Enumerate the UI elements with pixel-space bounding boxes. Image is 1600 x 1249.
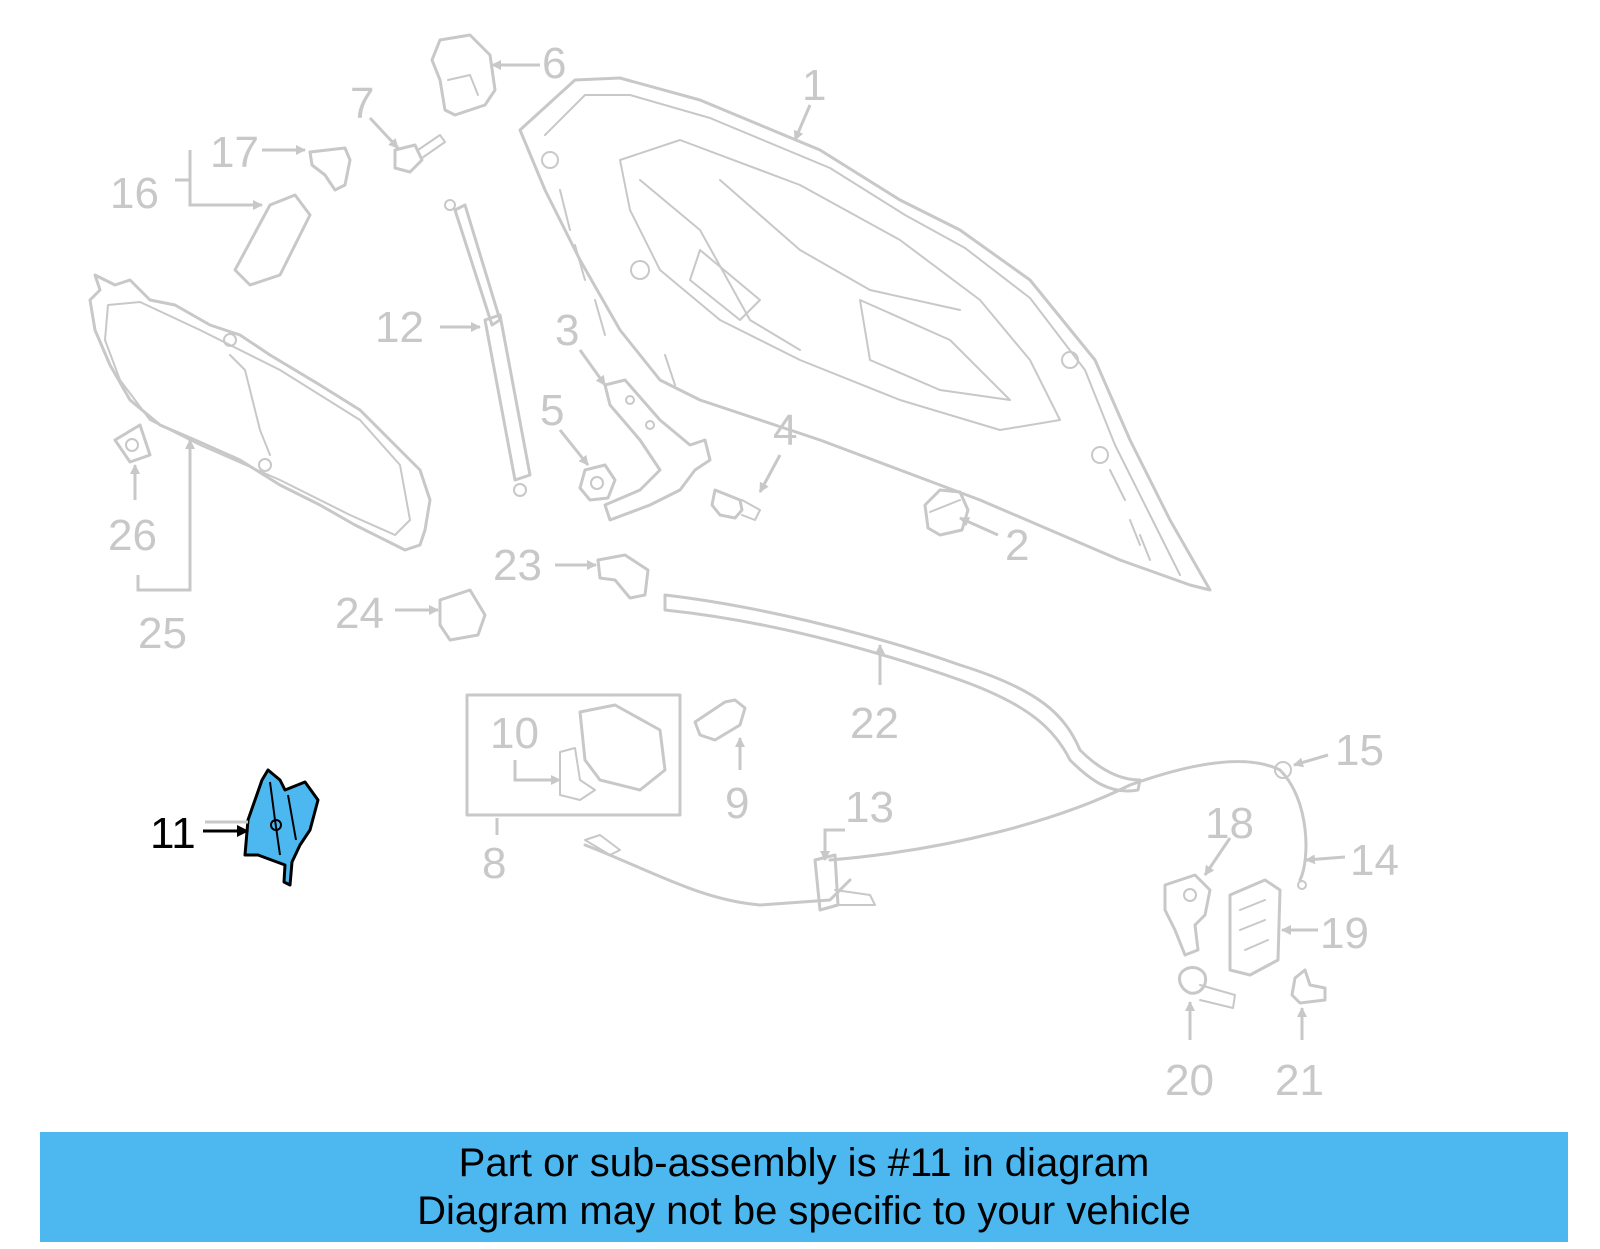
latch-assembly-box — [465, 693, 682, 817]
callout-14: 14 — [1350, 836, 1399, 885]
latch-19 — [1228, 878, 1282, 977]
clip-24 — [438, 588, 487, 642]
hood-seal — [663, 593, 1142, 793]
callout-labels: 1 2 3 4 5 6 7 8 9 10 11 12 13 14 15 16 1… — [108, 39, 1399, 1105]
callout-9: 9 — [725, 779, 749, 828]
callout-2: 2 — [1005, 521, 1029, 570]
bolt-4 — [710, 488, 761, 521]
callout-25: 25 — [138, 609, 187, 658]
callout-4: 4 — [773, 406, 797, 455]
hood-hinge — [603, 378, 712, 522]
callout-19: 19 — [1320, 909, 1369, 958]
nut-5 — [578, 463, 617, 502]
hood-panel — [518, 76, 1212, 592]
callout-20: 20 — [1165, 1056, 1214, 1105]
callout-15: 15 — [1335, 726, 1384, 775]
callout-12: 12 — [375, 303, 424, 352]
caption-line-disclaimer: Diagram may not be specific to your vehi… — [417, 1189, 1191, 1233]
bumper-stop — [923, 488, 970, 537]
callout-7: 7 — [350, 79, 374, 128]
callout-1: 1 — [802, 61, 826, 110]
callout-16: 16 — [110, 169, 159, 218]
release-cable — [583, 760, 1308, 912]
caption-line-part: Part or sub-assembly is #11 in diagram — [458, 1141, 1150, 1185]
callout-13: 13 — [845, 783, 894, 832]
callout-10: 10 — [490, 709, 539, 758]
bolt-20 — [1178, 966, 1236, 1009]
seal-pieces-16-17 — [233, 146, 352, 287]
bracket-18 — [1163, 873, 1212, 957]
callout-3: 3 — [555, 306, 579, 355]
clip-21 — [1290, 968, 1327, 1005]
bracket-6 — [430, 33, 497, 117]
bolt-7 — [393, 134, 446, 174]
caption-banner: Part or sub-assembly is #11 in diagram D… — [40, 1132, 1568, 1242]
callout-18: 18 — [1205, 799, 1254, 848]
leader-lines — [130, 60, 1346, 1040]
clip-23 — [596, 553, 650, 600]
hood-strut — [444, 199, 532, 497]
callout-8: 8 — [482, 839, 506, 888]
bolt-9 — [693, 698, 747, 742]
callout-6: 6 — [542, 39, 566, 88]
clip-26 — [113, 423, 152, 464]
callout-24: 24 — [335, 589, 384, 638]
callout-23: 23 — [493, 541, 542, 590]
highlighted-part-11[interactable] — [243, 768, 320, 887]
callout-11: 11 — [150, 809, 196, 858]
callout-21: 21 — [1275, 1056, 1324, 1105]
callout-22: 22 — [850, 699, 899, 748]
callout-17: 17 — [210, 128, 259, 177]
callout-26: 26 — [108, 511, 157, 560]
insulator-pad — [88, 273, 432, 552]
callout-5: 5 — [540, 386, 564, 435]
